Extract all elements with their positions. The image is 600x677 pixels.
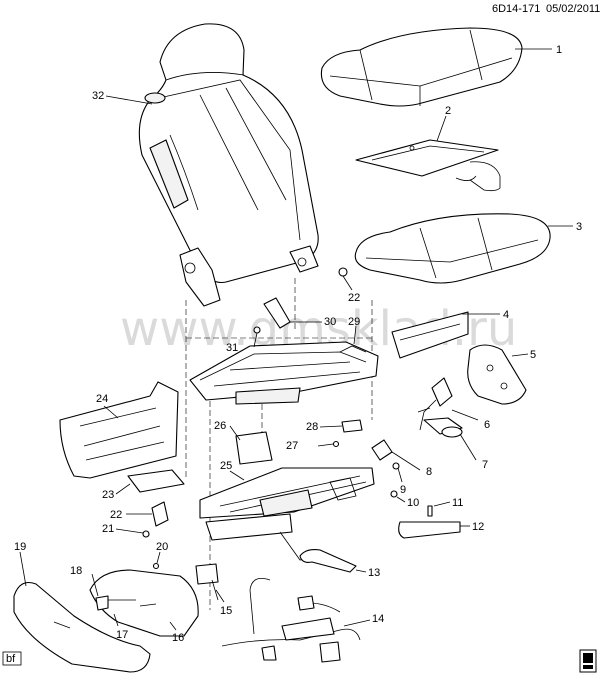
seat-switch <box>195 563 219 601</box>
callout-3: 3 <box>576 221 582 233</box>
callout-2: 2 <box>445 105 451 117</box>
seat-cushion-pad <box>354 213 551 284</box>
callout-21: 21 <box>102 523 114 535</box>
diagram-code: 6D14-171 <box>492 3 541 15</box>
lumbar-actuator <box>299 549 357 573</box>
outer-side-shield <box>13 581 151 673</box>
trim-clip <box>371 439 393 461</box>
callout-22-upper: 22 <box>348 292 360 304</box>
nut-upper <box>338 267 348 277</box>
outer-side-cover <box>391 311 469 359</box>
lower-nut <box>142 530 150 538</box>
callout-17: 17 <box>116 629 128 641</box>
seat-pan-frame <box>189 341 379 405</box>
screw-lower <box>152 562 160 570</box>
callout-14: 14 <box>372 613 384 625</box>
parts-catalog-icon <box>579 649 597 673</box>
callout-4: 4 <box>503 309 509 321</box>
callout-9: 9 <box>400 484 406 496</box>
callout-8: 8 <box>426 466 432 478</box>
callout-13: 13 <box>368 567 380 579</box>
seat-back <box>138 23 319 307</box>
callout-32: 32 <box>92 90 104 102</box>
stud <box>427 505 433 517</box>
lower-clip <box>151 501 169 527</box>
callout-28: 28 <box>306 421 318 433</box>
module-bracket <box>341 419 363 433</box>
inner-side-shield <box>89 569 199 637</box>
footer-tag: bf <box>6 653 16 665</box>
seat-cushion-cover <box>320 27 523 107</box>
callout-24: 24 <box>96 393 108 405</box>
release-tube <box>398 521 461 539</box>
callout-6: 6 <box>484 419 490 431</box>
bolt-small <box>332 440 340 448</box>
callout-23: 23 <box>102 489 114 501</box>
switch-bezel <box>95 595 109 611</box>
height-actuator <box>423 417 463 438</box>
callout-labels: 1 2 3 4 5 6 7 8 9 10 11 12 13 14 15 16 1… <box>14 44 582 644</box>
belt-buckle <box>417 377 453 431</box>
seat-adjuster <box>199 467 375 561</box>
callout-19: 19 <box>14 541 26 553</box>
callout-27: 27 <box>286 440 298 452</box>
callout-12: 12 <box>472 521 484 533</box>
callout-18: 18 <box>70 565 82 577</box>
callout-26: 26 <box>214 420 226 432</box>
callout-5: 5 <box>530 349 536 361</box>
diagram-date: 05/02/2011 <box>546 3 600 15</box>
callout-16: 16 <box>172 632 184 644</box>
callout-29: 29 <box>348 316 360 328</box>
wiring-harness <box>221 577 361 663</box>
screw <box>253 326 261 334</box>
callout-10: 10 <box>407 497 419 509</box>
callout-1: 1 <box>556 44 562 56</box>
callout-25: 25 <box>220 460 232 472</box>
callout-20: 20 <box>156 541 168 553</box>
callout-7: 7 <box>482 459 488 471</box>
bolt <box>392 462 400 470</box>
callout-22-lower: 22 <box>110 509 122 521</box>
callout-11: 11 <box>452 497 463 509</box>
callout-31: 31 <box>226 342 238 354</box>
side-bracket <box>127 469 185 493</box>
nut-lower <box>390 490 398 498</box>
footer-tag-box <box>2 651 22 666</box>
inner-trim <box>59 381 179 479</box>
callout-15: 15 <box>220 605 232 617</box>
cushion-heater-pad <box>355 139 501 192</box>
recliner-cover <box>467 344 527 405</box>
trim-panel <box>235 431 273 465</box>
callout-30: 30 <box>324 316 336 328</box>
